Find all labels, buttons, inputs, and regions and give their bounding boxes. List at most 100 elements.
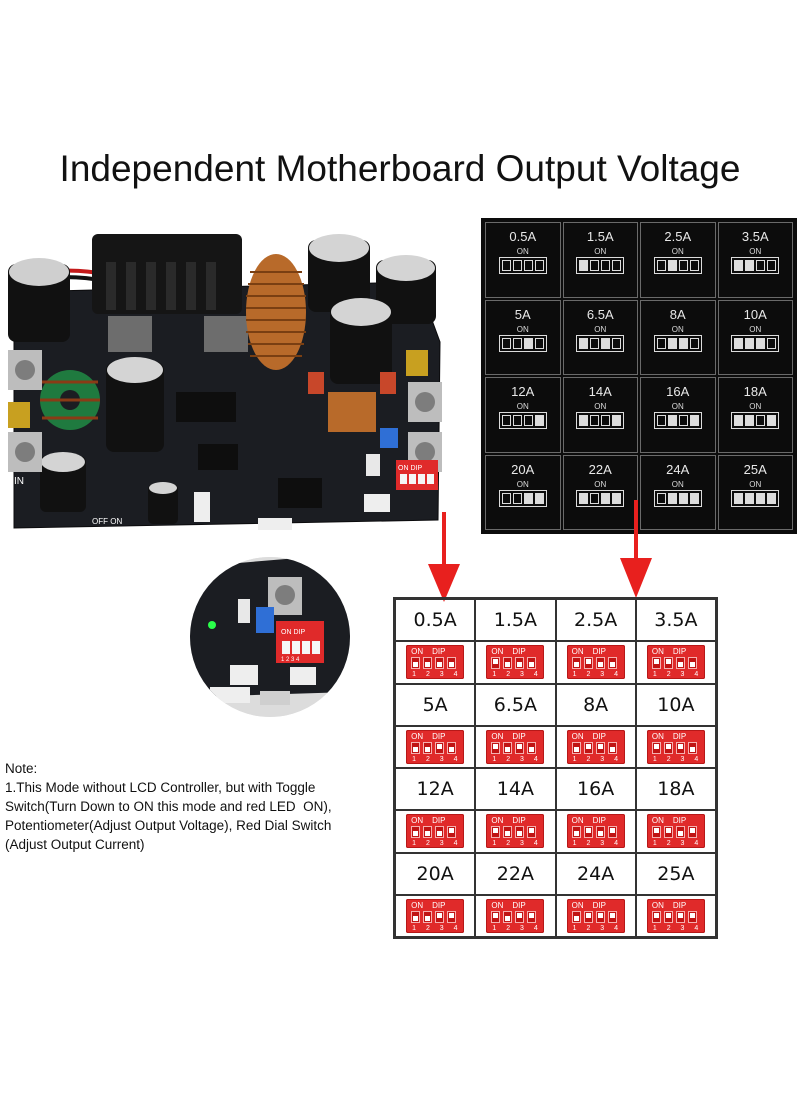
dip-toggle (583, 741, 593, 754)
silk-switch-position (689, 415, 699, 426)
silk-switch-position (734, 337, 744, 349)
dip-toggle (447, 910, 457, 923)
silk-dip-diagram (731, 412, 780, 429)
dip-toggle (675, 910, 685, 923)
dip-on-text: ON (571, 647, 584, 657)
dip-toggle (595, 741, 605, 754)
dip-numbers: 1 2 3 4 (652, 924, 703, 932)
silk-dip-diagram (653, 489, 702, 507)
silk-switch-position (579, 260, 589, 271)
dip-numbers: 1 2 3 4 (492, 755, 542, 763)
zoom-dip-label: ON DIP (281, 629, 305, 636)
current-label: 18A (657, 778, 695, 801)
dip-toggle (651, 910, 661, 923)
silk-switch-position (512, 415, 522, 426)
dip-toggle (423, 657, 433, 670)
current-label: 6.5A (493, 693, 537, 716)
silk-switch-position (523, 337, 533, 349)
silk-switch-position (590, 337, 600, 349)
silk-switch-position (579, 415, 589, 426)
dip-toggle (651, 657, 661, 670)
silk-switch-position (667, 337, 677, 349)
dip-toggle (687, 910, 697, 923)
dip-on-text: ON (571, 900, 584, 910)
dip-toggle (411, 741, 421, 754)
dip-on-text: ON (411, 816, 424, 826)
silk-switch-position (512, 492, 522, 504)
dip-toggle (687, 826, 697, 839)
silk-switch-position (667, 492, 677, 504)
dip-toggle (491, 657, 501, 670)
silk-switch-position (501, 260, 511, 271)
dip-on-text: ON (651, 900, 664, 910)
dip-text: DIP (432, 900, 446, 910)
silk-switch-position (590, 260, 600, 271)
silk-switch-position (601, 492, 611, 504)
silk-switch-position (534, 492, 544, 504)
silk-dip-diagram (731, 257, 780, 274)
silk-current-label: 2.5A (664, 229, 692, 244)
silk-switch-position (734, 492, 744, 504)
silk-switch-position (745, 337, 755, 349)
silk-switch-position (523, 415, 533, 426)
silk-switch-position (756, 415, 766, 426)
current-label-cell: 6.5A (475, 683, 556, 726)
silk-switch-position (756, 492, 766, 504)
silk-dip-diagram (576, 412, 625, 429)
dip-text: DIP (512, 647, 526, 657)
dip-text: DIP (432, 647, 446, 657)
silk-on-label: ON (594, 479, 607, 489)
dip-toggle (527, 826, 537, 839)
dip-numbers: 1 2 3 4 (652, 671, 703, 679)
dip-on-text: ON (651, 647, 664, 657)
dip-toggle (687, 657, 697, 670)
silk-switch-position (767, 415, 777, 426)
dip-numbers: 1 2 3 4 (652, 840, 703, 848)
current-label-cell: 3.5A (635, 599, 716, 642)
dip-toggle (571, 657, 581, 670)
dip-toggle (423, 741, 433, 754)
silk-current-label: 3.5A (741, 229, 769, 244)
dip-toggle (515, 657, 525, 670)
arrow-right (620, 500, 652, 598)
current-label-cell: 25A (635, 852, 716, 895)
silk-dip-diagram (498, 334, 547, 352)
dip-numbers: 1 2 3 4 (412, 924, 462, 932)
dip-toggle (663, 826, 673, 839)
silk-current-label: 18A (743, 384, 767, 399)
silk-switch-position (612, 492, 622, 504)
silk-switch-position (590, 492, 600, 504)
silk-current-label: 12A (511, 384, 535, 399)
silk-on-label: ON (671, 402, 684, 411)
silk-dip-diagram (498, 257, 547, 274)
dip-toggle (435, 910, 445, 923)
silk-switch-position (534, 415, 544, 426)
current-label-cell: 1.5A (475, 599, 556, 642)
current-label: 12A (416, 778, 454, 801)
dip-toggle (447, 826, 457, 839)
silk-switch-position (689, 260, 699, 271)
silk-dip-diagram (498, 412, 547, 429)
note-line-4: (Adjust Output Current) (5, 837, 145, 852)
dip-toggle (503, 741, 513, 754)
silk-on-label: ON (749, 402, 762, 411)
dip-toggle (515, 910, 525, 923)
dip-toggle (503, 657, 513, 670)
dip-numbers: 1 2 3 4 (412, 840, 462, 848)
silk-on-label: ON (749, 479, 762, 489)
dip-toggle (527, 657, 537, 670)
